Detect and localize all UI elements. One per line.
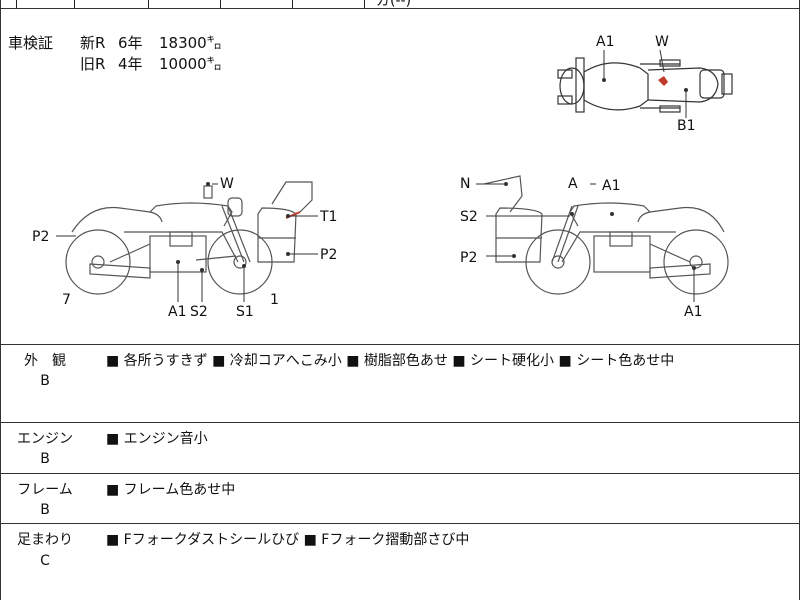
section-grade: B bbox=[40, 373, 50, 389]
section-notes: ■ フレーム色あせ中 bbox=[106, 482, 236, 498]
top-cell bbox=[74, 0, 149, 8]
shaken-row-label: 旧R bbox=[80, 55, 106, 73]
shaken-title: 車検証 bbox=[8, 34, 54, 52]
section-notes: ■ Fフォークダストシールひび ■ Fフォーク摺動部さび中 bbox=[106, 532, 470, 548]
damage-mark bbox=[658, 76, 668, 86]
label-left-1: 1 bbox=[270, 292, 279, 308]
label-top-a1: A1 bbox=[596, 34, 614, 50]
label-left-a1: A1 bbox=[168, 304, 186, 320]
damage-diagram: 車検証 新R 6年 18300㌔ 旧R 4年 10000㌔ bbox=[0, 8, 800, 344]
top-cell bbox=[0, 0, 17, 8]
left-side-dots bbox=[176, 182, 290, 272]
label-right-n: N bbox=[460, 176, 470, 192]
left-side-leaders bbox=[56, 183, 318, 302]
section-label: エンジン bbox=[17, 431, 73, 447]
top-table-strip: ガ(--) bbox=[0, 0, 800, 9]
left-side-bike bbox=[65, 181, 313, 295]
motorcycle-drawings: A1 W B1 bbox=[32, 34, 733, 320]
top-cell bbox=[148, 0, 221, 8]
shaken-row-years: 6年 bbox=[118, 34, 143, 52]
top-fragment-text: ガ(--) bbox=[376, 0, 412, 9]
label-right-p2: P2 bbox=[460, 250, 477, 266]
label-right-a1-bottom: A1 bbox=[684, 304, 702, 320]
label-left-w: W bbox=[220, 176, 234, 192]
section-label: フレーム bbox=[17, 482, 73, 498]
label-left-s1: S1 bbox=[236, 304, 254, 320]
label-right-a1-tank: A1 bbox=[602, 178, 620, 194]
section-label: 足まわり bbox=[17, 532, 73, 548]
top-cell bbox=[292, 0, 365, 8]
shaken-row-km: 10000㌔ bbox=[159, 55, 222, 73]
label-left-p2-front: P2 bbox=[32, 229, 49, 245]
shaken-row-label: 新R bbox=[80, 34, 106, 52]
section-grade: C bbox=[40, 553, 50, 569]
section-grade: B bbox=[40, 451, 50, 467]
top-view-dots bbox=[602, 78, 688, 92]
divider bbox=[0, 422, 800, 423]
label-right-s2: S2 bbox=[460, 209, 478, 225]
divider bbox=[0, 473, 800, 474]
label-left-7: 7 bbox=[62, 292, 71, 308]
top-view-leaders bbox=[603, 49, 687, 118]
label-left-t1: T1 bbox=[319, 209, 337, 225]
shaken-row-km: 18300㌔ bbox=[159, 34, 222, 52]
top-cell bbox=[16, 0, 75, 8]
label-left-s2: S2 bbox=[190, 304, 208, 320]
section-label: 外 観 bbox=[24, 353, 66, 369]
section-notes: ■ エンジン音小 bbox=[106, 431, 208, 447]
right-side-bike bbox=[483, 175, 729, 295]
border-left bbox=[0, 0, 1, 600]
label-right-a: A bbox=[568, 176, 578, 192]
divider bbox=[0, 344, 800, 345]
right-side-leaders bbox=[476, 183, 695, 302]
section-notes: ■ 各所うすきず ■ 冷却コアへこみ小 ■ 樹脂部色あせ ■ シート硬化小 ■ … bbox=[106, 353, 675, 369]
divider bbox=[0, 8, 800, 9]
label-top-w: W bbox=[655, 34, 669, 50]
top-view-bike bbox=[557, 57, 733, 113]
section-grade: B bbox=[40, 502, 50, 518]
top-cell bbox=[220, 0, 293, 8]
shaken-row-years: 4年 bbox=[118, 55, 143, 73]
divider bbox=[0, 523, 800, 524]
right-side-dots bbox=[504, 182, 696, 270]
label-top-b1: B1 bbox=[677, 118, 696, 134]
label-left-p2-rear: P2 bbox=[320, 247, 337, 263]
